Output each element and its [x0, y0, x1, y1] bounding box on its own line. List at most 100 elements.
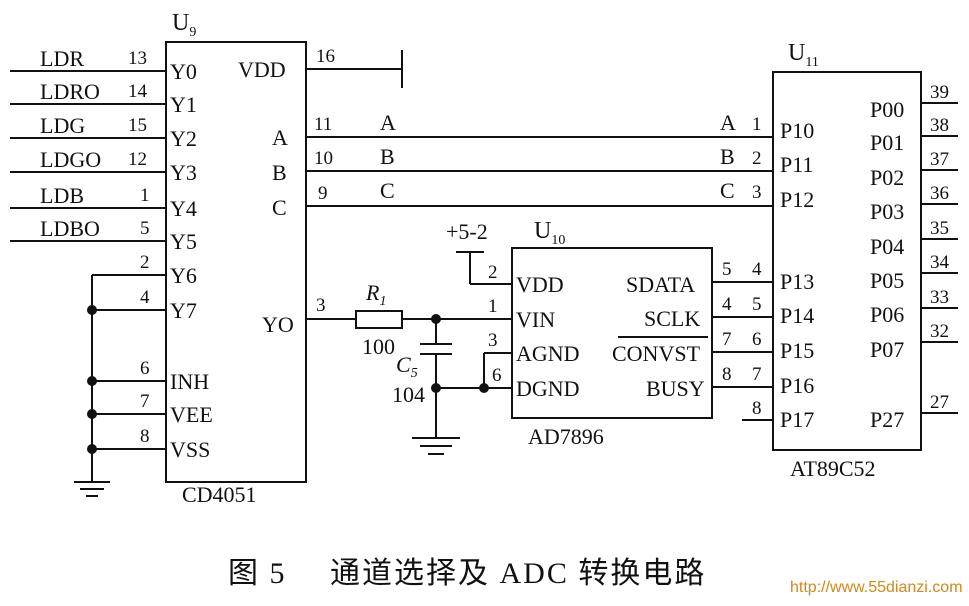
supply-label: +5-2	[446, 219, 488, 244]
pin-number: 3	[316, 295, 326, 316]
pin-number: 2	[488, 262, 498, 283]
pin-name: P02	[870, 165, 904, 190]
pin-name: YO	[262, 312, 294, 337]
net-label-ldro: LDRO	[40, 79, 100, 104]
pin-number: 7	[722, 329, 732, 350]
pin-number: 3	[488, 330, 498, 351]
pin-name: P17	[780, 407, 814, 432]
pin-number: 33	[930, 287, 949, 308]
r1-ref: R1	[365, 280, 386, 309]
pin-number: 5	[752, 294, 762, 315]
net-label-b-right: B	[720, 144, 735, 169]
u11-body	[772, 71, 922, 451]
pin-number: 16	[316, 46, 335, 67]
pin-number: 13	[128, 48, 147, 69]
pin-name: P12	[780, 187, 814, 212]
pin-name: P03	[870, 199, 904, 224]
ground-symbol-u9	[74, 481, 110, 497]
u11-part: AT89C52	[790, 456, 876, 481]
pin-number: 7	[752, 364, 762, 385]
pin-name: SDATA	[626, 272, 695, 297]
pin-name: DGND	[516, 376, 580, 401]
pin-number: 15	[128, 115, 147, 136]
pin-number: 10	[314, 148, 333, 169]
pin-name: INH	[170, 369, 209, 394]
pin-number: 2	[752, 148, 762, 169]
pin-name: AGND	[516, 341, 580, 366]
u9-ref: U9	[172, 10, 196, 40]
watermark: http://www.55dianzi.com	[790, 579, 963, 596]
pin-number: 36	[930, 183, 949, 204]
address-bus: A B C A B C	[306, 110, 773, 207]
u9-body	[165, 41, 307, 483]
net-label-ldr: LDR	[40, 46, 84, 71]
net-label-a-right: A	[720, 110, 736, 135]
pin-name: P13	[780, 269, 814, 294]
pin-number: 39	[930, 82, 949, 103]
net-label-ldg: LDG	[40, 113, 85, 138]
pin-name: CONVST	[612, 341, 701, 366]
pin-name: VDD	[516, 272, 564, 297]
net-label-a: A	[380, 110, 396, 135]
pin-number: 37	[930, 149, 949, 170]
pin-name: A	[272, 125, 288, 150]
ground-symbol-c5	[412, 437, 460, 455]
pin-name: VDD	[238, 57, 286, 82]
net-label-ldb: LDB	[40, 183, 84, 208]
pin-name: P00	[870, 97, 904, 122]
net-label-ldbo: LDBO	[40, 216, 100, 241]
pin-number: 14	[128, 81, 148, 102]
pin-name: P27	[870, 407, 904, 432]
pin-name: P14	[780, 303, 814, 328]
u10-part: AD7896	[528, 424, 604, 449]
pin-number: 4	[752, 259, 762, 280]
r1-resistor: R1 100	[306, 280, 512, 359]
figure-caption: 图 5 通道选择及 ADC 转换电路	[228, 557, 704, 590]
pin-name: P10	[780, 118, 814, 143]
pin-name: B	[272, 160, 287, 185]
figure-number: 图 5	[228, 557, 287, 590]
pin-name: Y4	[170, 196, 197, 221]
pin-name: Y0	[170, 59, 197, 84]
pin-name: C	[272, 195, 287, 220]
pin-name: VEE	[170, 402, 213, 427]
c5-capacitor: C5 104	[392, 314, 460, 455]
pin-name: P06	[870, 302, 904, 327]
pin-name: VIN	[516, 307, 555, 332]
pin-number: 11	[314, 114, 332, 135]
u9-cd4051: U9 CD4051 LDR LDRO LDG LDGO LDB LDBO	[10, 10, 403, 507]
pin-number: 8	[140, 426, 150, 447]
pin-number: 27	[930, 392, 949, 413]
pin-name: P16	[780, 373, 814, 398]
pin-number: 9	[318, 183, 328, 204]
pin-name: P05	[870, 268, 904, 293]
pin-number: 34	[930, 252, 950, 273]
pin-number: 6	[492, 365, 502, 386]
pin-name: P11	[780, 152, 813, 177]
pin-name: Y7	[170, 298, 197, 323]
pin-number: 5	[722, 259, 732, 280]
pin-name: P04	[870, 234, 904, 259]
pin-name: BUSY	[646, 376, 705, 401]
pin-name: Y3	[170, 160, 197, 185]
pin-name: Y5	[170, 229, 197, 254]
pin-number: 38	[930, 115, 949, 136]
u11-at89c52: U11 AT89C52 1 2 3 4 5 6 7 8 P10 P11 P12 …	[742, 40, 958, 481]
pin-number: 1	[140, 185, 150, 206]
net-label-ldgo: LDGO	[40, 147, 101, 172]
net-label-c: C	[380, 178, 395, 203]
pin-number: 8	[722, 364, 732, 385]
u10-body	[511, 247, 713, 419]
net-label-c-right: C	[720, 178, 735, 203]
pin-name: SCLK	[644, 306, 700, 331]
c5-value: 104	[392, 382, 425, 407]
pin-number: 8	[752, 398, 762, 419]
pin-number: 1	[488, 296, 498, 317]
pin-number: 2	[140, 252, 150, 273]
pin-name: Y6	[170, 263, 197, 288]
pin-number: 7	[140, 391, 150, 412]
pin-name: Y2	[170, 126, 197, 151]
pin-name: P15	[780, 338, 814, 363]
